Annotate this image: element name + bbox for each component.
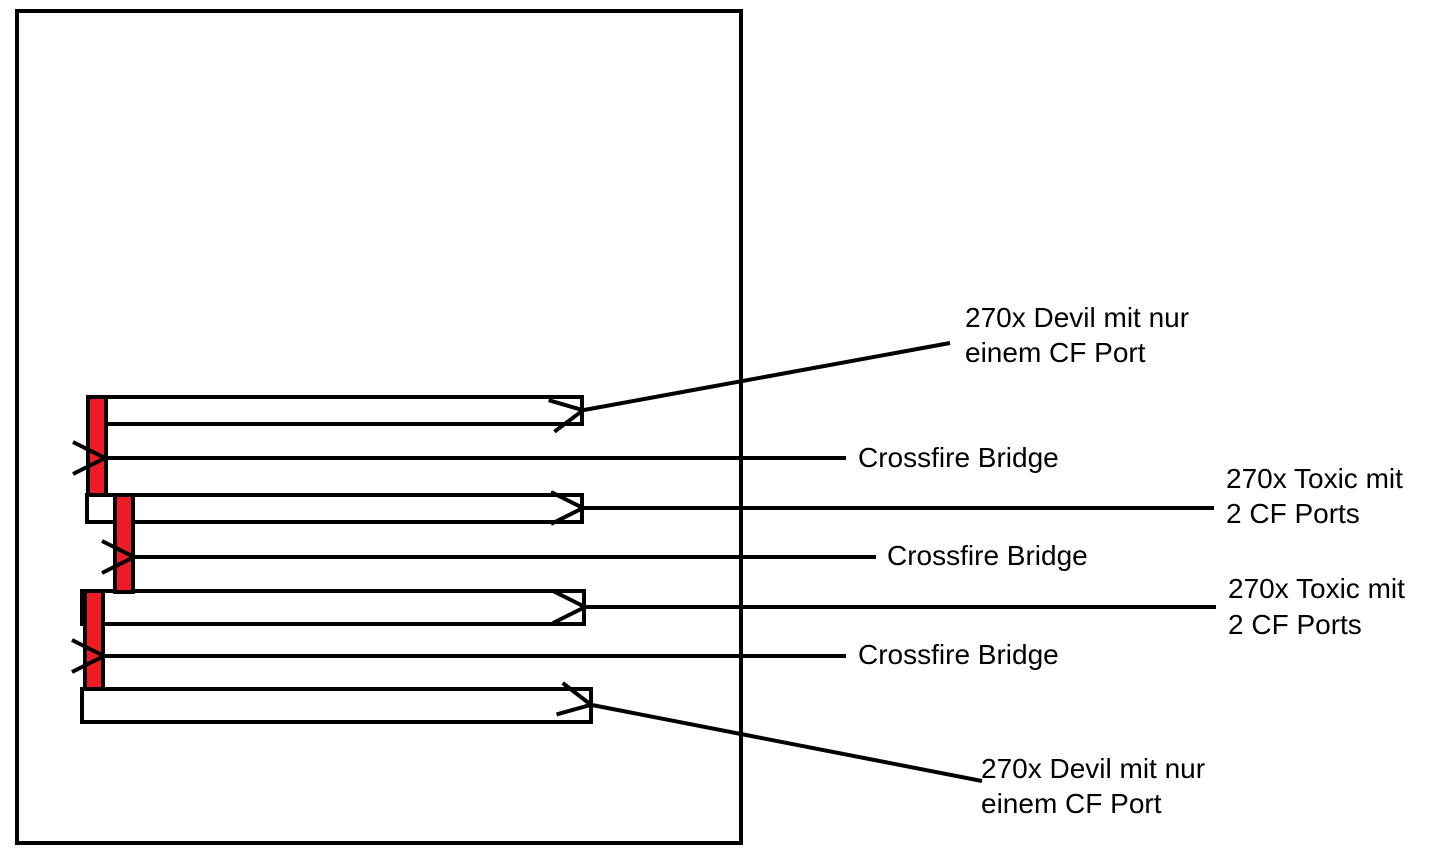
- label-devil-top-line1: 270x Devil mit nur: [965, 302, 1189, 333]
- label-devil-bottom-line1: 270x Devil mit nur: [981, 753, 1205, 784]
- label-bridge-1: Crossfire Bridge: [858, 442, 1059, 473]
- gpu-card-devil-top: [87, 395, 584, 426]
- gpu-card-toxic-1: [85, 493, 584, 524]
- gpu-card-devil-bottom: [80, 687, 593, 724]
- pc-case-outline: [15, 9, 743, 845]
- crossfire-bridge-2: [113, 493, 135, 594]
- label-toxic-1-line1: 270x Toxic mit: [1226, 463, 1403, 494]
- label-toxic-1-line2: 2 CF Ports: [1226, 498, 1360, 529]
- label-devil-bottom-line2: einem CF Port: [981, 788, 1162, 819]
- gpu-card-toxic-2: [80, 589, 586, 626]
- arrow-devil-top: [584, 341, 951, 410]
- crossfire-bridge-1: [86, 395, 108, 497]
- crossfire-bridge-3: [83, 589, 105, 691]
- arrow-devil-bottom: [592, 705, 983, 783]
- label-bridge-3: Crossfire Bridge: [858, 639, 1059, 670]
- label-devil-top-line2: einem CF Port: [965, 337, 1146, 368]
- label-toxic-2-line2: 2 CF Ports: [1228, 609, 1362, 640]
- label-toxic-2-line1: 270x Toxic mit: [1228, 573, 1405, 604]
- label-bridge-2: Crossfire Bridge: [887, 540, 1088, 571]
